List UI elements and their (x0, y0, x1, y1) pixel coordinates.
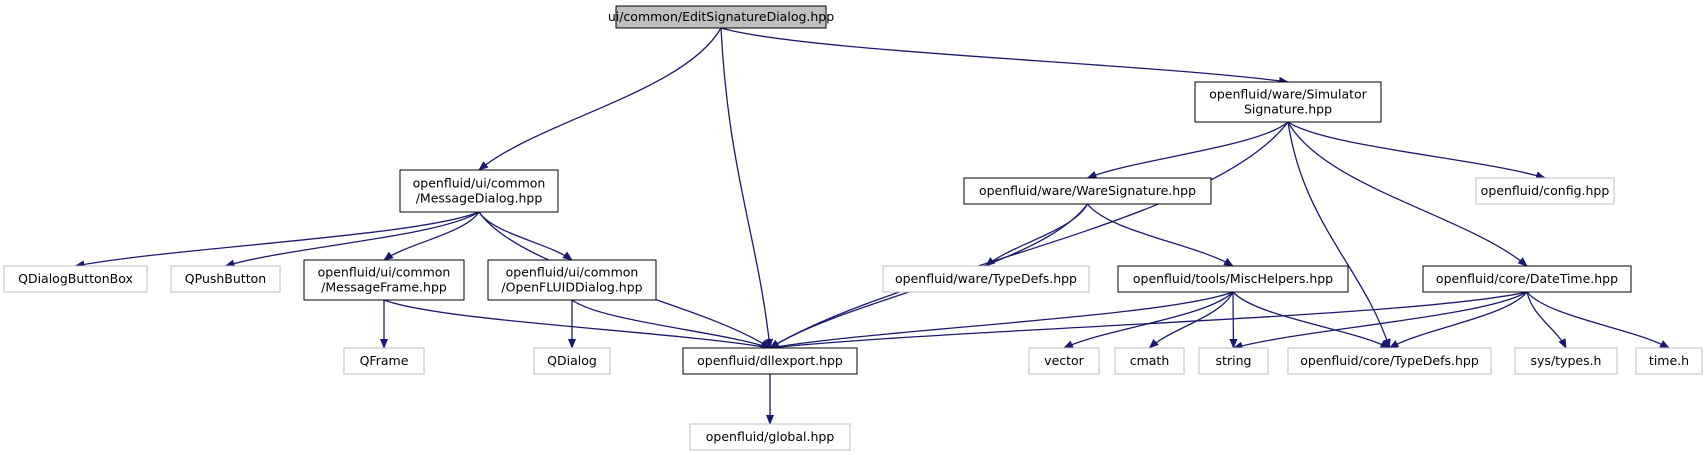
edges-layer (74, 27, 1670, 425)
edge-message-frame-to-dllexport (383, 299, 771, 351)
node-label: openfluid/ui/common (506, 265, 639, 280)
edge-datetime-to-dllexport (769, 291, 1528, 352)
node-box (1028, 347, 1100, 375)
nodes-layer: ui/common/EditSignatureDialog.hpp openflu… (3, 5, 1703, 451)
edge-datetime-to-time-h (1526, 291, 1670, 349)
node-sys-types: sys/types.h (1514, 347, 1618, 375)
node-label: openfluid/global.hpp (706, 429, 835, 444)
node-box (1117, 265, 1349, 293)
node-label: openfluid/ui/common (318, 265, 451, 280)
node-box (882, 265, 1090, 293)
node-misc-helpers[interactable]: openfluid/tools/MiscHelpers.hpp (1117, 265, 1349, 293)
edge-simulator-signature-to-ware-signature (1086, 121, 1289, 179)
node-root[interactable]: ui/common/EditSignatureDialog.hpp (608, 5, 834, 29)
node-label: openfluid/tools/MiscHelpers.hpp (1133, 271, 1333, 286)
edge-openfluid-dialog-to-dllexport (571, 299, 771, 349)
node-label: QFrame (360, 353, 409, 368)
edge-datetime-to-sys-types (1526, 291, 1567, 349)
node-label: ui/common/EditSignatureDialog.hpp (608, 9, 834, 24)
node-label: /MessageDialog.hpp (416, 191, 543, 206)
node-box (1287, 347, 1492, 375)
edge-misc-helpers-to-vector (1063, 291, 1234, 349)
node-time-h: time.h (1635, 347, 1703, 375)
node-message-frame[interactable]: openfluid/ui/common/MessageFrame.hpp (303, 259, 465, 301)
node-label: cmath (1130, 353, 1170, 368)
node-ware-signature[interactable]: openfluid/ware/WareSignature.hpp (963, 177, 1212, 205)
node-label: openfluid/core/DateTime.hpp (1436, 271, 1618, 286)
node-box (682, 347, 858, 375)
edge-misc-helpers-to-core-typedefs (1232, 291, 1391, 349)
node-dialog-button-box: QDialogButtonBox (3, 265, 148, 293)
node-label: QDialogButtonBox (18, 271, 133, 286)
edge-simulator-signature-to-dllexport (769, 121, 1289, 349)
node-label: vector (1044, 353, 1085, 368)
edge-misc-helpers-to-dllexport (769, 291, 1234, 351)
node-dllexport[interactable]: openfluid/dllexport.hpp (682, 347, 858, 375)
node-box (533, 347, 611, 375)
edge-ware-signature-to-misc-helpers (1086, 203, 1234, 267)
node-label: openfluid/config.hpp (1481, 183, 1610, 198)
node-core-typedefs: openfluid/core/TypeDefs.hpp (1287, 347, 1492, 375)
node-global: openfluid/global.hpp (689, 423, 851, 451)
node-label: openfluid/ui/common (413, 176, 546, 191)
edge-misc-helpers-to-cmath (1148, 291, 1234, 349)
node-label: Signature.hpp (1244, 102, 1332, 117)
node-label: /MessageFrame.hpp (321, 280, 447, 295)
node-push-button: QPushButton (170, 265, 281, 293)
node-box (399, 169, 559, 213)
node-box (963, 177, 1212, 205)
node-label: string (1216, 353, 1252, 368)
edge-message-dialog-to-push-button (224, 211, 480, 268)
node-label: openfluid/core/TypeDefs.hpp (1300, 353, 1479, 368)
edge-root-to-message-dialog (478, 27, 722, 171)
edge-message-dialog-to-message-frame (383, 211, 480, 261)
edge-simulator-signature-to-config (1287, 121, 1546, 180)
edge-message-dialog-to-dialog-button-box (74, 211, 480, 269)
node-box (1475, 177, 1615, 205)
node-box (3, 265, 148, 293)
node-box (170, 265, 281, 293)
edge-misc-helpers-to-string (1229, 291, 1238, 349)
edge-ware-signature-to-ware-typedefs (985, 203, 1089, 267)
node-qframe: QFrame (343, 347, 425, 375)
node-box (487, 259, 657, 301)
edge-simulator-signature-to-core-typedefs (1287, 121, 1391, 349)
node-datetime[interactable]: openfluid/core/DateTime.hpp (1422, 265, 1632, 293)
node-string: string (1198, 347, 1269, 375)
node-box (689, 423, 851, 451)
node-message-dialog[interactable]: openfluid/ui/common/MessageDialog.hpp (399, 169, 559, 213)
node-box (615, 5, 827, 29)
node-label: openfluid/ware/WareSignature.hpp (979, 183, 1196, 198)
node-label: time.h (1649, 353, 1689, 368)
node-box (343, 347, 425, 375)
edge-datetime-to-core-typedefs (1388, 291, 1528, 349)
node-ware-typedefs: openfluid/ware/TypeDefs.hpp (882, 265, 1090, 293)
node-box (1422, 265, 1632, 293)
node-config: openfluid/config.hpp (1475, 177, 1615, 205)
node-label: /OpenFLUIDDialog.hpp (501, 280, 642, 295)
node-box (1114, 347, 1185, 375)
edge-simulator-signature-to-datetime (1287, 121, 1528, 267)
node-box (1198, 347, 1269, 375)
node-label: QDialog (547, 353, 597, 368)
node-qdialog: QDialog (533, 347, 611, 375)
node-vector: vector (1028, 347, 1100, 375)
node-label: openfluid/ware/TypeDefs.hpp (895, 271, 1077, 286)
node-box (1514, 347, 1618, 375)
node-openfluid-dialog[interactable]: openfluid/ui/common/OpenFLUIDDialog.hpp (487, 259, 657, 301)
node-cmath: cmath (1114, 347, 1185, 375)
node-label: openfluid/ware/Simulator (1209, 87, 1367, 102)
node-box (1635, 347, 1703, 375)
edge-root-to-dllexport (720, 27, 773, 349)
node-box (1194, 81, 1382, 123)
edge-root-to-simulator-signature (720, 27, 1289, 85)
node-box (303, 259, 465, 301)
edge-datetime-to-string (1232, 291, 1528, 350)
edge-message-dialog-to-openfluid-dialog (478, 211, 573, 261)
node-label: openfluid/dllexport.hpp (697, 353, 843, 368)
node-label: sys/types.h (1531, 353, 1602, 368)
node-label: QPushButton (185, 271, 266, 286)
